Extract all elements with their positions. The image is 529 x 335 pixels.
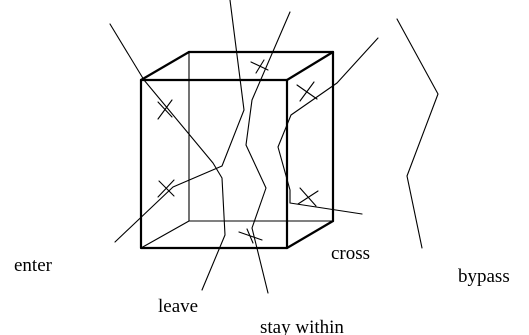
- trajectory-bypass: [396, 18, 439, 249]
- crossing-mark: [157, 179, 175, 198]
- box: [139, 50, 335, 250]
- crossing-mark: [238, 228, 263, 244]
- box-front-face: [139, 78, 289, 250]
- box-edge-bottom-right: [285, 219, 335, 250]
- trajectory-enter-diagonal: [114, 0, 245, 243]
- label-enter: enter: [14, 255, 53, 276]
- crossing-marks: [157, 59, 319, 244]
- trajectory-cross: [277, 37, 379, 215]
- box-edge-bottom-left: [140, 220, 190, 249]
- trajectory-stay-within: [245, 11, 291, 294]
- label-leave: leave: [158, 296, 198, 317]
- crossing-mark: [296, 81, 318, 102]
- label-stay-within: stay within: [260, 317, 344, 335]
- label-cross: cross: [331, 243, 370, 264]
- box-edge-top-left: [139, 50, 191, 82]
- crossing-mark: [297, 187, 319, 207]
- trajectory-enter: [109, 23, 226, 291]
- box-edge-top-right: [285, 50, 335, 82]
- crossing-mark: [250, 59, 269, 74]
- crossing-mark: [157, 99, 173, 120]
- label-bypass: bypass: [458, 266, 510, 287]
